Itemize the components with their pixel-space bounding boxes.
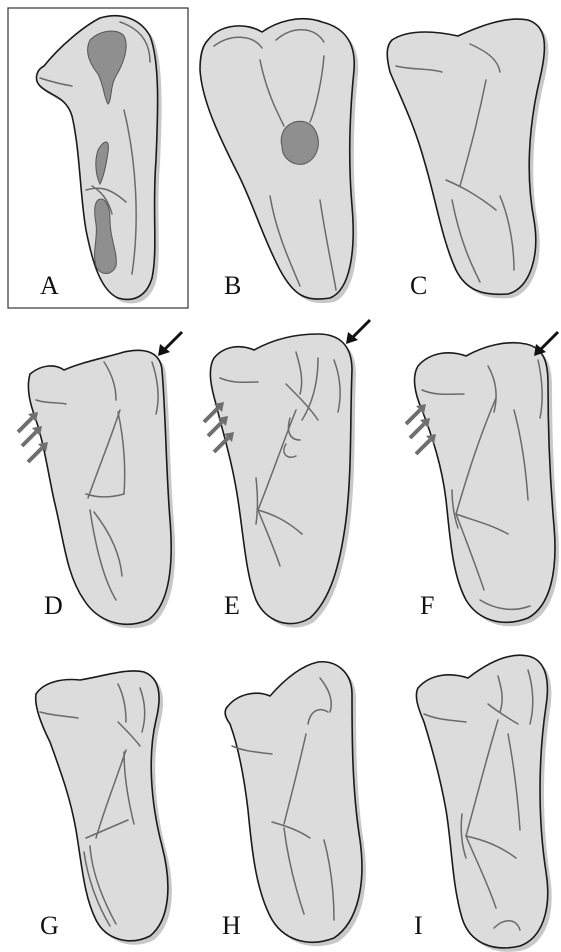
- tooth-outline: [387, 19, 544, 294]
- panel-label: C: [410, 271, 427, 300]
- panel-d: D: [28, 350, 175, 628]
- black-arrow-d: [158, 332, 182, 356]
- tooth-outline: [416, 655, 547, 948]
- tooth-outline: [28, 350, 171, 624]
- panel-a: A: [8, 8, 188, 308]
- panel-label: D: [44, 591, 63, 620]
- panel-h: H: [222, 662, 366, 946]
- panel-label: B: [224, 271, 241, 300]
- panel-i: I: [414, 655, 552, 952]
- black-arrow-f: [534, 332, 558, 356]
- panel-label: I: [414, 911, 423, 940]
- panel-b: B: [200, 19, 358, 303]
- tooth-outline: [36, 671, 168, 941]
- tooth-outline: [225, 662, 362, 942]
- panel-g: G: [36, 671, 172, 945]
- panel-label: F: [420, 591, 434, 620]
- tooth-outline: [200, 19, 354, 299]
- panel-label: H: [222, 911, 241, 940]
- tooth-outline: [210, 334, 352, 624]
- panel-label: G: [40, 911, 59, 940]
- panel-label: E: [224, 591, 240, 620]
- tooth-outline: [415, 343, 555, 623]
- panel-f: F: [415, 343, 559, 627]
- cavity: [281, 121, 318, 164]
- black-arrow-e: [346, 320, 370, 344]
- panel-c: C: [387, 19, 548, 300]
- panel-label: A: [40, 271, 59, 300]
- panel-e: E: [210, 334, 356, 628]
